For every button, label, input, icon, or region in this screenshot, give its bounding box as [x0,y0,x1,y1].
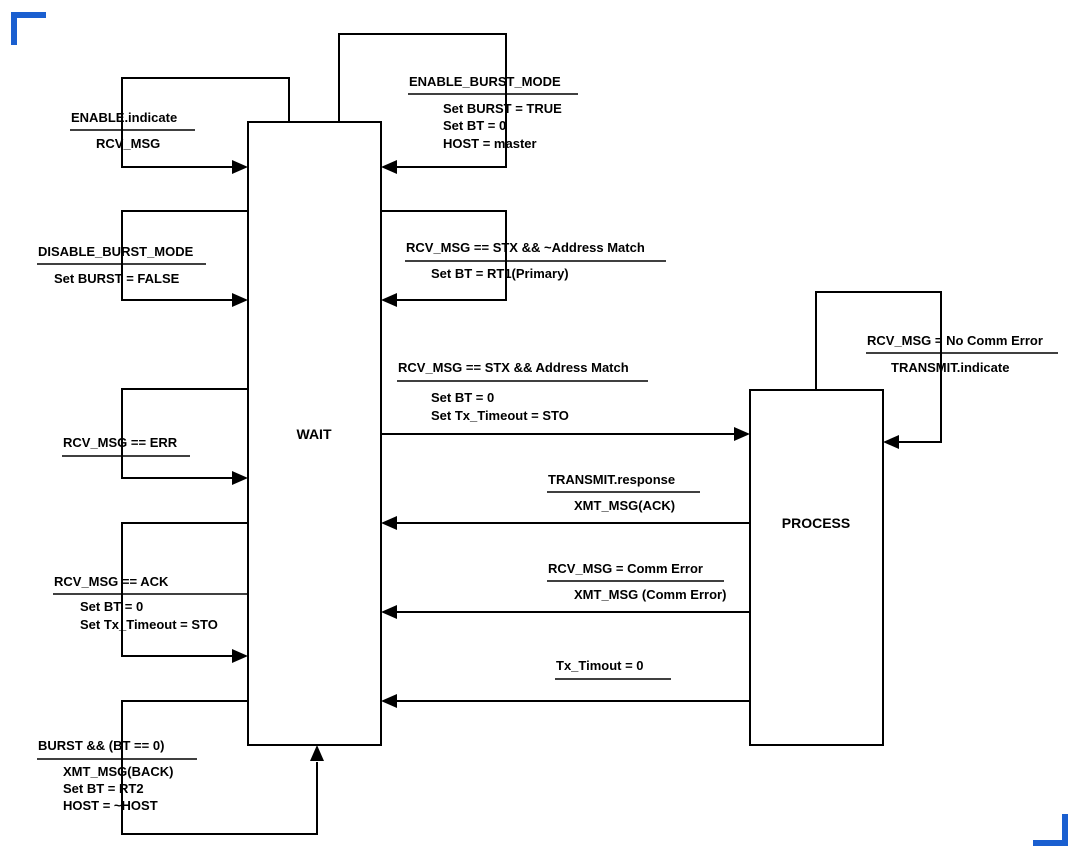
disable-burst-arrowhead [232,293,248,307]
stx-match-action-1: Set BT = 0 [431,390,494,405]
transition-rcv-err: RCV_MSG == ERR [62,388,248,485]
rcv-err-event: RCV_MSG == ERR [63,435,178,450]
enable-indicate-action-1: RCV_MSG [96,136,160,151]
enable-indicate-event: ENABLE.indicate [71,110,177,125]
transition-rcv-ack: RCV_MSG == ACK Set BT = 0 Set Tx_Timeout… [53,522,248,663]
burst-bt-action-2: Set BT = RT2 [63,781,144,796]
burst-bt-action-3: HOST = ~HOST [63,798,158,813]
no-comm-error-wire [815,291,942,443]
transition-enable-burst-mode: ENABLE_BURST_MODE Set BURST = TRUE Set B… [338,33,578,174]
rcv-err-wire [121,388,248,479]
comm-error-event: RCV_MSG = Comm Error [548,561,703,576]
wait-state-label: WAIT [297,426,332,442]
transition-disable-burst-mode: DISABLE_BURST_MODE Set BURST = FALSE [37,210,248,307]
stx-no-match-wire [381,210,507,301]
no-comm-error-action-1: TRANSMIT.indicate [891,360,1009,375]
corner-bracket-top-left [11,12,46,45]
stx-match-arrowhead [734,427,750,441]
transition-stx-no-match: RCV_MSG == STX && ~Address Match Set BT … [381,210,666,307]
burst-bt-event: BURST && (BT == 0) [38,738,164,753]
no-comm-error-event: RCV_MSG = No Comm Error [867,333,1043,348]
rcv-err-arrowhead [232,471,248,485]
enable-burst-wire [338,33,507,168]
stx-no-match-event: RCV_MSG == STX && ~Address Match [406,240,645,255]
rcv-ack-action-2: Set Tx_Timeout = STO [80,617,218,632]
transition-stx-match: RCV_MSG == STX && Address Match Set BT =… [381,360,750,441]
stx-no-match-arrowhead [381,293,397,307]
rcv-ack-arrowhead [232,649,248,663]
wait-state-box [247,121,382,746]
burst-bt-action-1: XMT_MSG(BACK) [63,764,174,779]
process-state-label: PROCESS [782,515,850,531]
comm-error-action-1: XMT_MSG (Comm Error) [574,587,726,602]
enable-burst-event: ENABLE_BURST_MODE [409,74,561,89]
transition-enable-indicate: ENABLE.indicate RCV_MSG [70,77,290,174]
tx-timeout-event: Tx_Timout = 0 [556,658,644,673]
stx-match-event: RCV_MSG == STX && Address Match [398,360,629,375]
disable-burst-wire [121,210,248,301]
enable-burst-action-2: Set BT = 0 [443,118,506,133]
transmit-response-action-1: XMT_MSG(ACK) [574,498,675,513]
enable-indicate-arrowhead [232,160,248,174]
process-state-box [749,389,884,746]
burst-bt-arrowhead [310,745,324,761]
enable-burst-arrowhead [381,160,397,174]
enable-indicate-wire [121,77,290,168]
disable-burst-event: DISABLE_BURST_MODE [38,244,194,259]
transition-comm-error: RCV_MSG = Comm Error XMT_MSG (Comm Error… [381,561,750,619]
transition-no-comm-error: RCV_MSG = No Comm Error TRANSMIT.indicat… [815,291,1058,449]
transmit-response-arrowhead [381,516,397,530]
corner-bracket-bottom-right [1033,814,1068,846]
transition-transmit-response: TRANSMIT.response XMT_MSG(ACK) [381,472,750,530]
rcv-ack-wire [121,522,248,657]
rcv-ack-event: RCV_MSG == ACK [54,574,169,589]
no-comm-error-arrowhead [883,435,899,449]
transition-tx-timeout: Tx_Timout = 0 [381,658,750,708]
transmit-response-event: TRANSMIT.response [548,472,675,487]
enable-burst-action-1: Set BURST = TRUE [443,101,562,116]
rcv-ack-action-1: Set BT = 0 [80,599,143,614]
stx-match-action-2: Set Tx_Timeout = STO [431,408,569,423]
transition-burst-bt: BURST && (BT == 0) XMT_MSG(BACK) Set BT … [37,700,324,835]
tx-timeout-arrowhead [381,694,397,708]
burst-bt-wire [121,700,318,835]
disable-burst-action-1: Set BURST = FALSE [54,271,180,286]
enable-burst-action-3: HOST = master [443,136,537,151]
stx-no-match-action-1: Set BT = RT1(Primary) [431,266,569,281]
comm-error-arrowhead [381,605,397,619]
